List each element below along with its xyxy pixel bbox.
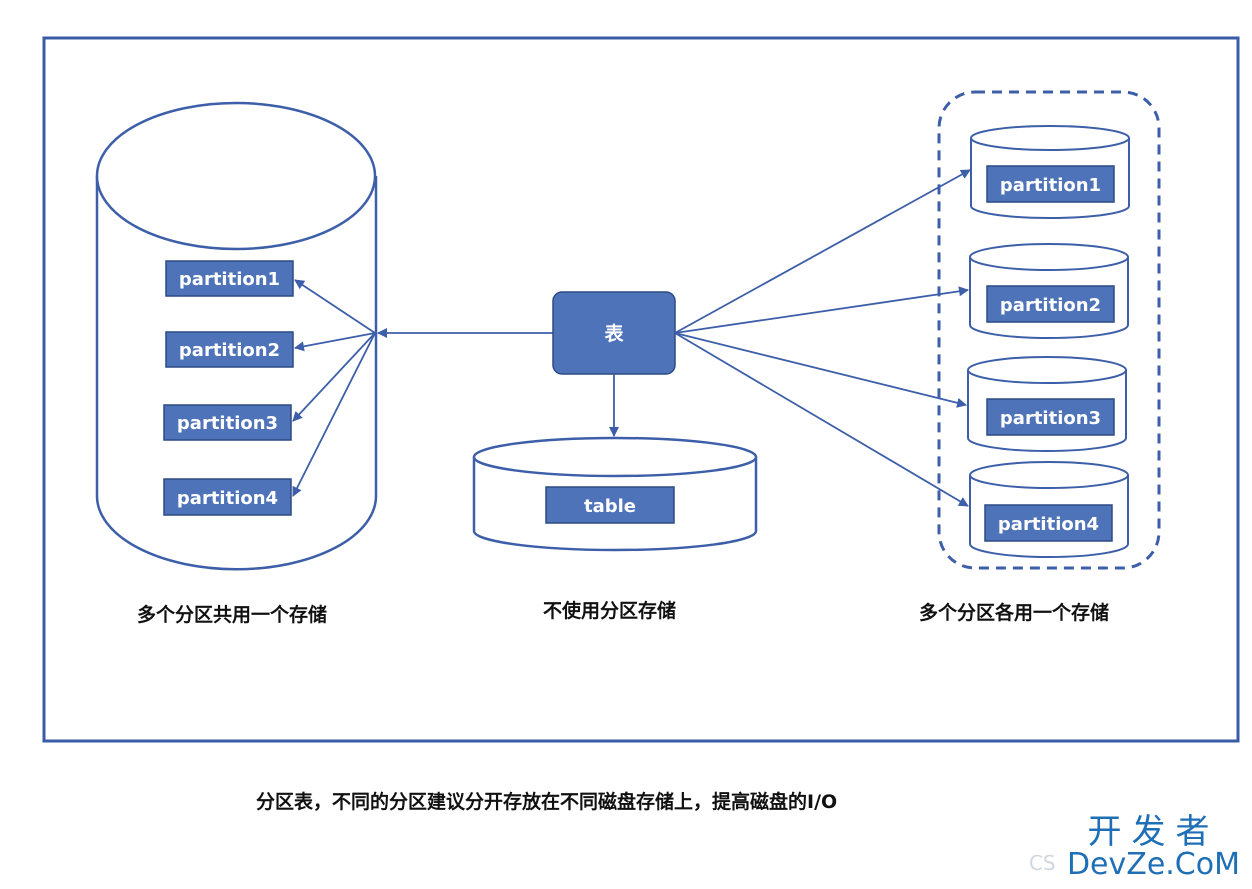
left-caption: 多个分区共用一个存储 [137, 604, 328, 626]
watermark-prefix: CS [1028, 851, 1056, 875]
right-partition-box-1: partition1 [986, 165, 1115, 203]
right-partition-label-2: partition2 [1000, 295, 1101, 316]
right-partition-box-3: partition3 [986, 398, 1115, 436]
watermark-line-2: DevZe.CoM [1066, 847, 1240, 882]
left-partition-label-4: partition4 [177, 488, 278, 509]
left-partition-box-3: partition3 [163, 404, 292, 441]
right-partition-label-1: partition1 [1000, 175, 1101, 196]
arrow-hub-to-left-p4 [292, 332, 376, 497]
outer-frame [42, 36, 1240, 743]
arrow-table-to-right-disk-1 [674, 169, 971, 334]
arrow-hub-to-left-p3 [292, 332, 376, 422]
left-partition-label-3: partition3 [177, 413, 278, 434]
left-partition-box-2: partition2 [165, 331, 294, 368]
left-partition-label-2: partition2 [179, 340, 280, 361]
arrow-table-to-right-disk-3 [674, 332, 967, 408]
center-caption: 不使用分区存储 [543, 600, 677, 622]
left-partition-box-1: partition1 [165, 260, 294, 297]
right-dashed-group [937, 90, 1161, 570]
watermark-line-1: 开发者 [1087, 812, 1220, 852]
right-partition-label-3: partition3 [1000, 408, 1101, 429]
right-partition-box-2: partition2 [986, 285, 1115, 323]
arrow-table-to-right-disk-4 [674, 332, 969, 507]
table-node-label: 表 [604, 322, 624, 345]
center-table-box: table [545, 486, 675, 524]
footer-caption: 分区表，不同的分区建议分开存放在不同磁盘存储上，提高磁盘的I/O [256, 791, 838, 813]
left-partition-box-4: partition4 [163, 478, 292, 516]
arrow-hub-to-left-p2 [294, 332, 376, 352]
arrow-hub-to-left-p1 [294, 279, 376, 334]
arrow-table-to-right-disk-2 [674, 286, 969, 334]
right-caption: 多个分区各用一个存储 [919, 602, 1110, 624]
center-table-label: table [584, 496, 636, 517]
right-partition-box-4: partition4 [984, 504, 1113, 542]
left-partition-label-1: partition1 [179, 269, 280, 290]
watermark-logo: CS 开发者 DevZe.CoM [1029, 812, 1240, 882]
right-partition-label-4: partition4 [998, 514, 1099, 535]
table-node: 表 [552, 291, 676, 375]
